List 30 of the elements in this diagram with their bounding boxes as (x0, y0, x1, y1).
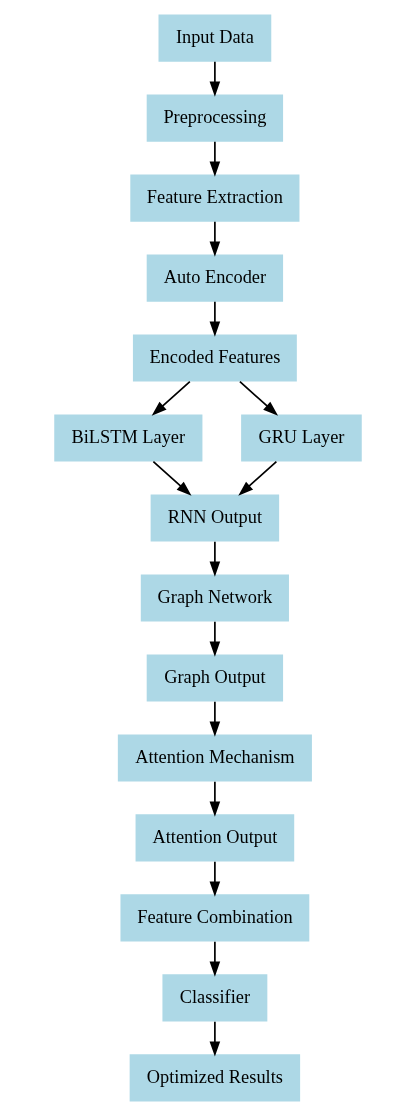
arrow (209, 620, 220, 657)
node-box: Feature Extraction (129, 174, 299, 222)
arrow (209, 220, 220, 257)
node-box: Input Data (158, 14, 271, 62)
node-box: Optimized Results (129, 1054, 300, 1102)
node-box: GRU Layer (240, 414, 362, 462)
arrow (209, 140, 220, 177)
node-box: Classifier (161, 974, 267, 1022)
arrow (151, 380, 191, 416)
node-box: Feature Combination (119, 894, 309, 942)
arrow (209, 860, 220, 897)
arrow (209, 1020, 220, 1057)
arrow (209, 780, 220, 817)
arrow (238, 380, 278, 416)
node-box: Attention Output (135, 814, 294, 862)
arrow (152, 460, 191, 496)
node-box: Auto Encoder (146, 254, 283, 302)
node-box: Preprocessing (146, 94, 283, 142)
arrow (209, 60, 220, 97)
node-box: RNN Output (150, 494, 279, 542)
node-box: BiLSTM Layer (53, 414, 202, 462)
arrow (209, 540, 220, 577)
node-box: Encoded Features (132, 334, 297, 382)
node-box: Attention Mechanism (117, 734, 312, 782)
arrow (209, 940, 220, 977)
arrow (209, 700, 220, 737)
node-box: Graph Network (140, 574, 289, 622)
arrow (237, 460, 277, 496)
node-box: Graph Output (146, 654, 283, 702)
arrow (209, 300, 220, 337)
